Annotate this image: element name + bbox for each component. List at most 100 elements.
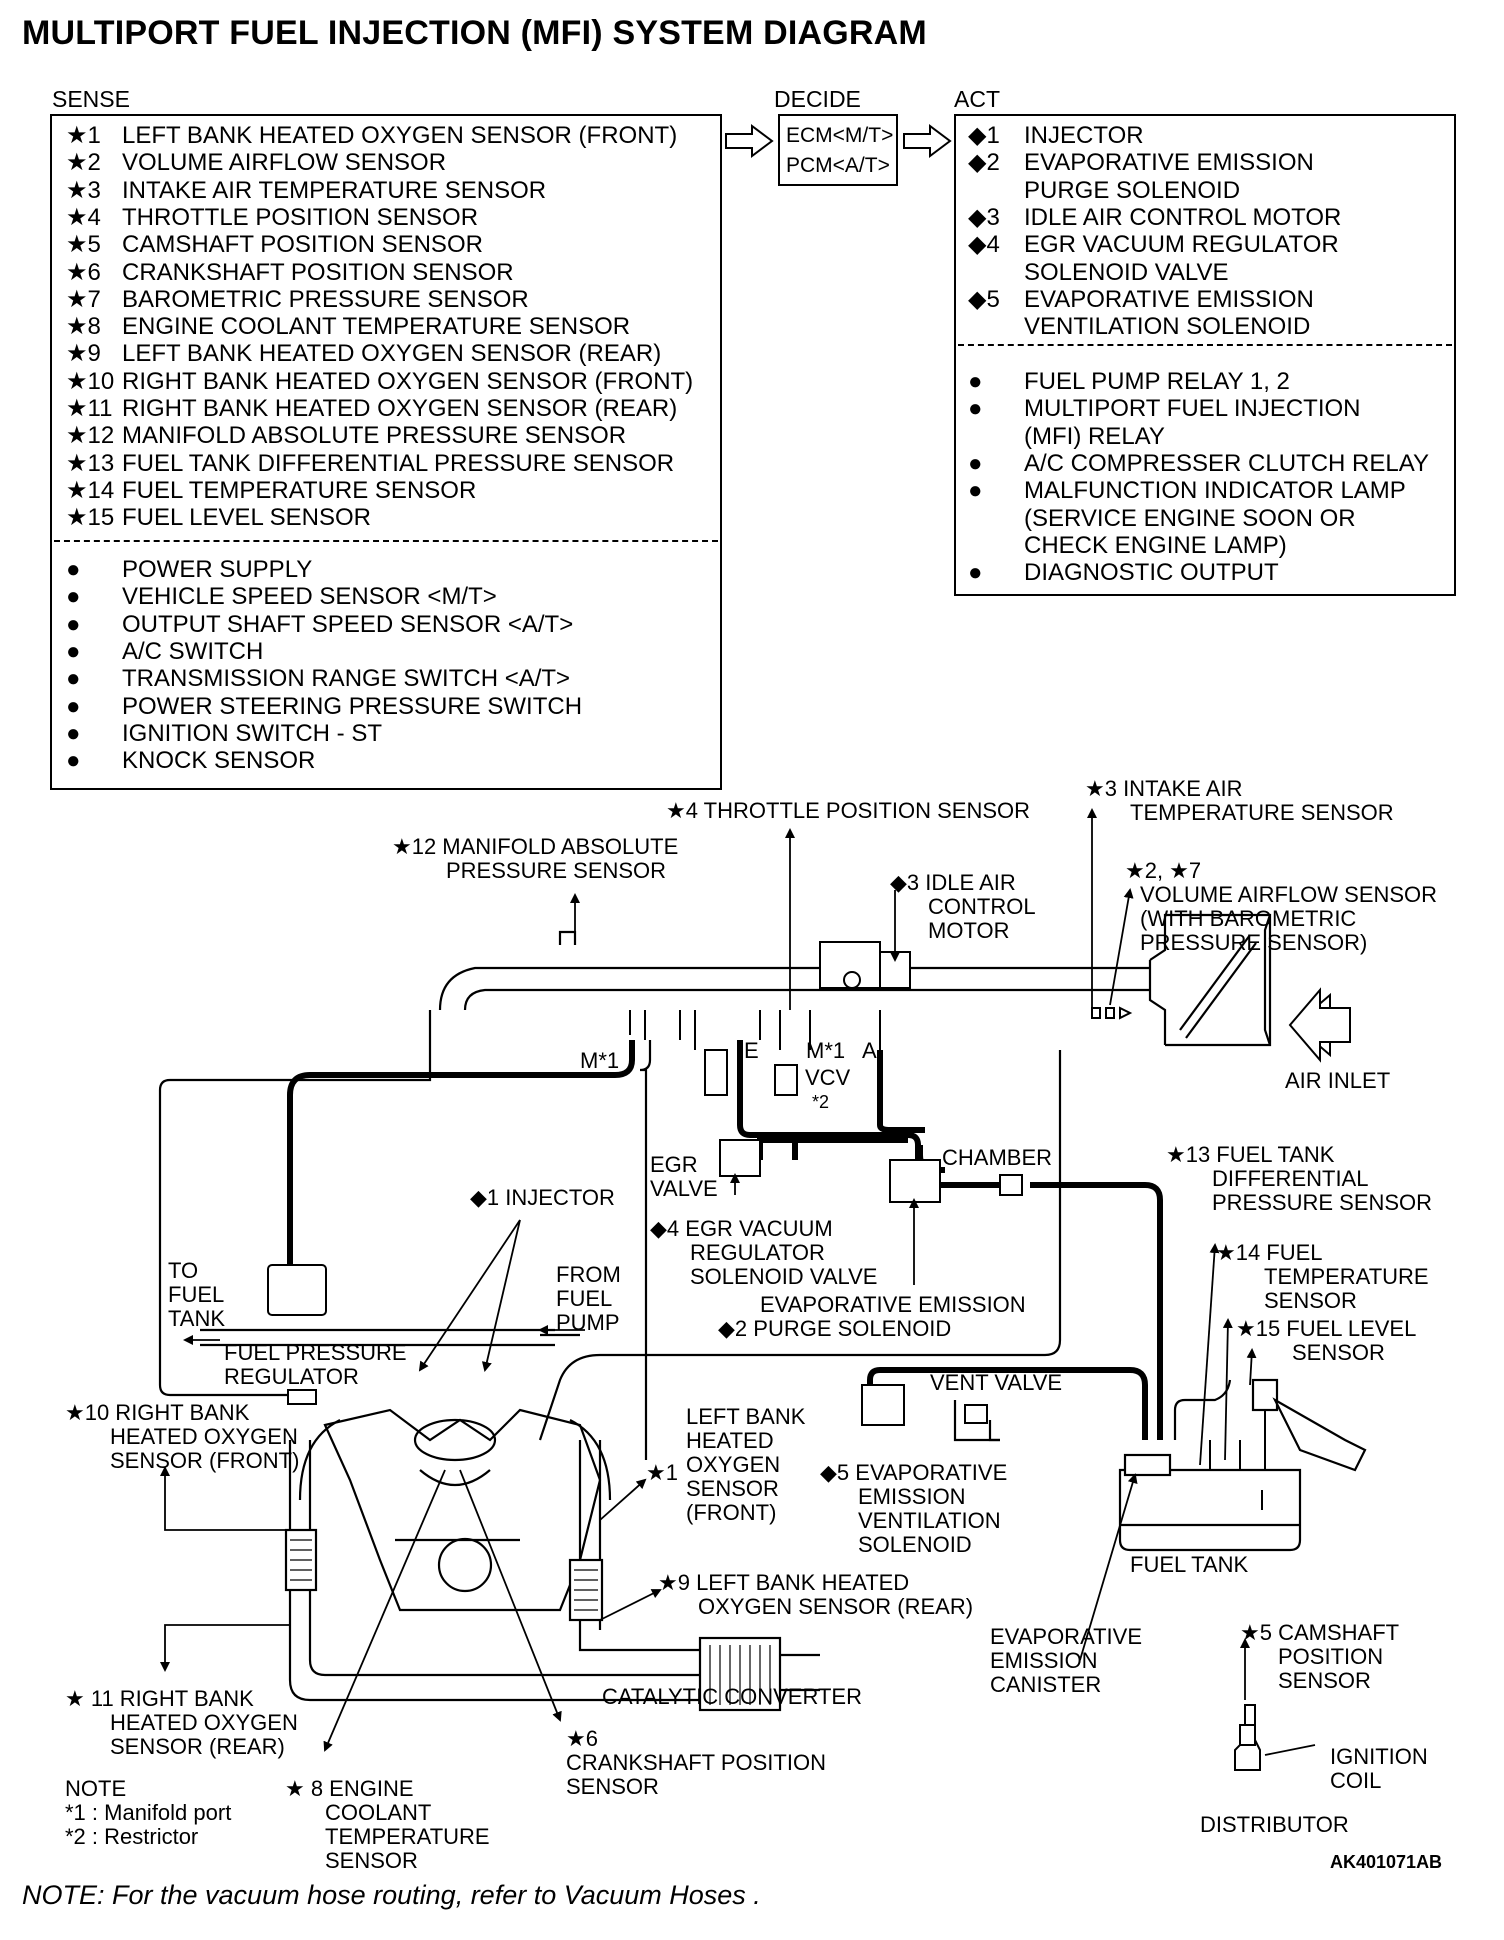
label-air-inlet: AIR INLET	[1285, 1068, 1390, 1093]
sense-header: SENSE	[52, 86, 130, 112]
list-item-label: POWER STEERING PRESSURE SWITCH	[122, 692, 583, 720]
label-ft-2: TEMPERATURE	[1264, 1264, 1429, 1289]
egr-valve-body	[704, 1049, 728, 1096]
label-vaf-2: VOLUME AIRFLOW SENSOR	[1140, 882, 1437, 907]
label-injector: ◆1 INJECTOR	[470, 1185, 615, 1210]
label-map-1: ★12 MANIFOLD ABSOLUTE	[392, 834, 678, 859]
list-item-label: RIGHT BANK HEATED OXYGEN SENSOR (FRONT)	[122, 367, 694, 395]
label-egr-1: EGR	[650, 1152, 698, 1177]
list-item-symbol: ★4	[66, 203, 101, 231]
label-cmp-1: ★5 CAMSHAFT	[1240, 1620, 1399, 1645]
list-item-symbol: ★1	[66, 122, 101, 149]
label-canister-1: EVAPORATIVE	[990, 1624, 1142, 1649]
list-item-label: CHECK ENGINE LAMP)	[1024, 531, 1287, 559]
label-ect-1: ★ 8 ENGINE	[285, 1776, 414, 1801]
list-item-symbol: ★11	[66, 395, 113, 422]
list-item-symbol: ●	[968, 559, 983, 587]
label-purge-2: ◆2 PURGE SOLENOID	[718, 1316, 951, 1341]
label-fpr-2: REGULATOR	[224, 1364, 359, 1389]
label-ect-4: SENSOR	[325, 1848, 418, 1870]
intake-duct	[438, 913, 1272, 1047]
leader-lines	[160, 808, 1316, 1756]
footer-note: NOTE: For the vacuum hose routing, refer…	[22, 1880, 761, 1910]
label-ckp-1: ★6	[566, 1726, 598, 1751]
list-item-symbol: ★2	[66, 149, 101, 177]
label-fl-2: SENSOR	[1292, 1340, 1385, 1365]
label-from-fuel-2: FUEL	[556, 1286, 612, 1311]
list-item-symbol: ★9	[66, 340, 101, 368]
label-rb-o2f-2: HEATED OXYGEN	[110, 1424, 298, 1449]
act-divider	[958, 344, 1452, 346]
list-item-label: FUEL TANK DIFFERENTIAL PRESSURE SENSOR	[122, 449, 675, 477]
label-chamber: CHAMBER	[942, 1145, 1052, 1170]
label-ft-3: SENSOR	[1264, 1288, 1357, 1313]
list-item-symbol: ★15	[66, 504, 115, 532]
list-item-symbol: ◆4	[968, 231, 1000, 259]
label-fl-1: ★15 FUEL LEVEL	[1236, 1316, 1416, 1341]
throttle-body	[819, 941, 1133, 1020]
list-item-label: RIGHT BANK HEATED OXYGEN SENSOR (REAR)	[122, 395, 678, 422]
label-port-e: E	[744, 1038, 759, 1063]
list-item-symbol: ●	[66, 692, 81, 720]
list-item-symbol: ◆1	[968, 122, 1000, 149]
label-fuel-tank: FUEL TANK	[1130, 1552, 1249, 1577]
decide-box: ECM<M/T> PCM<A/T>	[778, 114, 898, 186]
list-item-symbol: ●	[66, 665, 81, 693]
vacuum-ports	[629, 1010, 881, 1050]
label-intake-air-1: ★3 INTAKE AIR	[1085, 780, 1242, 801]
list-item-label: KNOCK SENSOR	[122, 747, 316, 775]
decide-ecm: ECM<M/T>	[786, 124, 894, 147]
chamber-shape	[999, 1174, 1023, 1196]
list-item-symbol: ◆3	[968, 203, 1000, 231]
egr-vacuum-regulator-shape	[719, 1139, 761, 1177]
engine	[298, 1408, 612, 1612]
list-item-symbol: ★5	[66, 231, 101, 259]
label-ftdp-1: ★13 FUEL TANK	[1166, 1142, 1335, 1167]
label-iac-2: CONTROL	[928, 894, 1036, 919]
list-item-label: INJECTOR	[1024, 122, 1144, 149]
list-item-symbol: ★14	[66, 476, 115, 504]
list-item-label: A/C SWITCH	[122, 637, 264, 665]
list-item-label: (MFI) RELAY	[1024, 422, 1165, 450]
label-ev-vent-2: EMISSION	[858, 1484, 966, 1509]
label-distributor: DISTRIBUTOR	[1200, 1812, 1349, 1837]
list-item-symbol: ★13	[66, 449, 115, 477]
list-item-label: SOLENOID VALVE	[1024, 258, 1229, 286]
label-lb-o2f-star: ★1	[646, 1460, 678, 1485]
list-item-label: (SERVICE ENGINE SOON OR	[1024, 504, 1356, 532]
label-ect-3: TEMPERATURE	[325, 1824, 490, 1849]
label-note-1: *1 : Manifold port	[65, 1800, 231, 1825]
label-egr-2: VALVE	[650, 1176, 718, 1201]
label-ftdp-2: DIFFERENTIAL	[1212, 1166, 1368, 1191]
fuel-tank	[1118, 1378, 1367, 1552]
flow-arrows	[725, 124, 952, 158]
label-note-2: *2 : Restrictor	[65, 1824, 198, 1849]
list-item-label: EGR VACUUM REGULATOR	[1024, 231, 1339, 259]
list-item-symbol: ★12	[66, 422, 115, 450]
list-item-symbol: ●	[968, 368, 983, 395]
label-ev-vent-3: VENTILATION	[858, 1508, 1001, 1533]
list-item-label: MANIFOLD ABSOLUTE PRESSURE SENSOR	[122, 422, 627, 450]
label-rb-o2f-1: ★10 RIGHT BANK	[65, 1400, 250, 1425]
label-note: NOTE	[65, 1776, 126, 1801]
list-item-symbol: ●	[66, 747, 81, 775]
list-item-label: MULTIPORT FUEL INJECTION	[1024, 395, 1361, 423]
list-item-label: OUTPUT SHAFT SPEED SENSOR <A/T>	[122, 610, 574, 638]
list-item-symbol: ★7	[66, 285, 101, 313]
arrow-sense-to-decide	[725, 124, 774, 158]
label-cmp-3: SENSOR	[1278, 1668, 1371, 1693]
vcv-shape	[774, 1064, 798, 1096]
label-iac-3: MOTOR	[928, 918, 1009, 943]
label-rb-o2r-1: ★ 11 RIGHT BANK	[65, 1686, 254, 1711]
label-ev-vent-1: ◆5 EVAPORATIVE	[820, 1460, 1007, 1485]
label-port-m1-left: M*1	[580, 1048, 619, 1073]
vent-valve-shape	[964, 1404, 988, 1424]
air-inlet-arrow-shape	[1288, 987, 1351, 1063]
list-item-label: TRANSMISSION RANGE SWITCH <A/T>	[122, 665, 571, 693]
vent-solenoid-shape	[861, 1384, 905, 1426]
list-item-label: DIAGNOSTIC OUTPUT	[1024, 559, 1279, 587]
label-egr-vr-1: ◆4 EGR VACUUM	[650, 1216, 833, 1241]
list-item-label: LEFT BANK HEATED OXYGEN SENSOR (REAR)	[122, 340, 662, 368]
label-lb-o2f-5: (FRONT)	[686, 1500, 776, 1525]
list-item-label: VENTILATION SOLENOID	[1024, 313, 1311, 341]
